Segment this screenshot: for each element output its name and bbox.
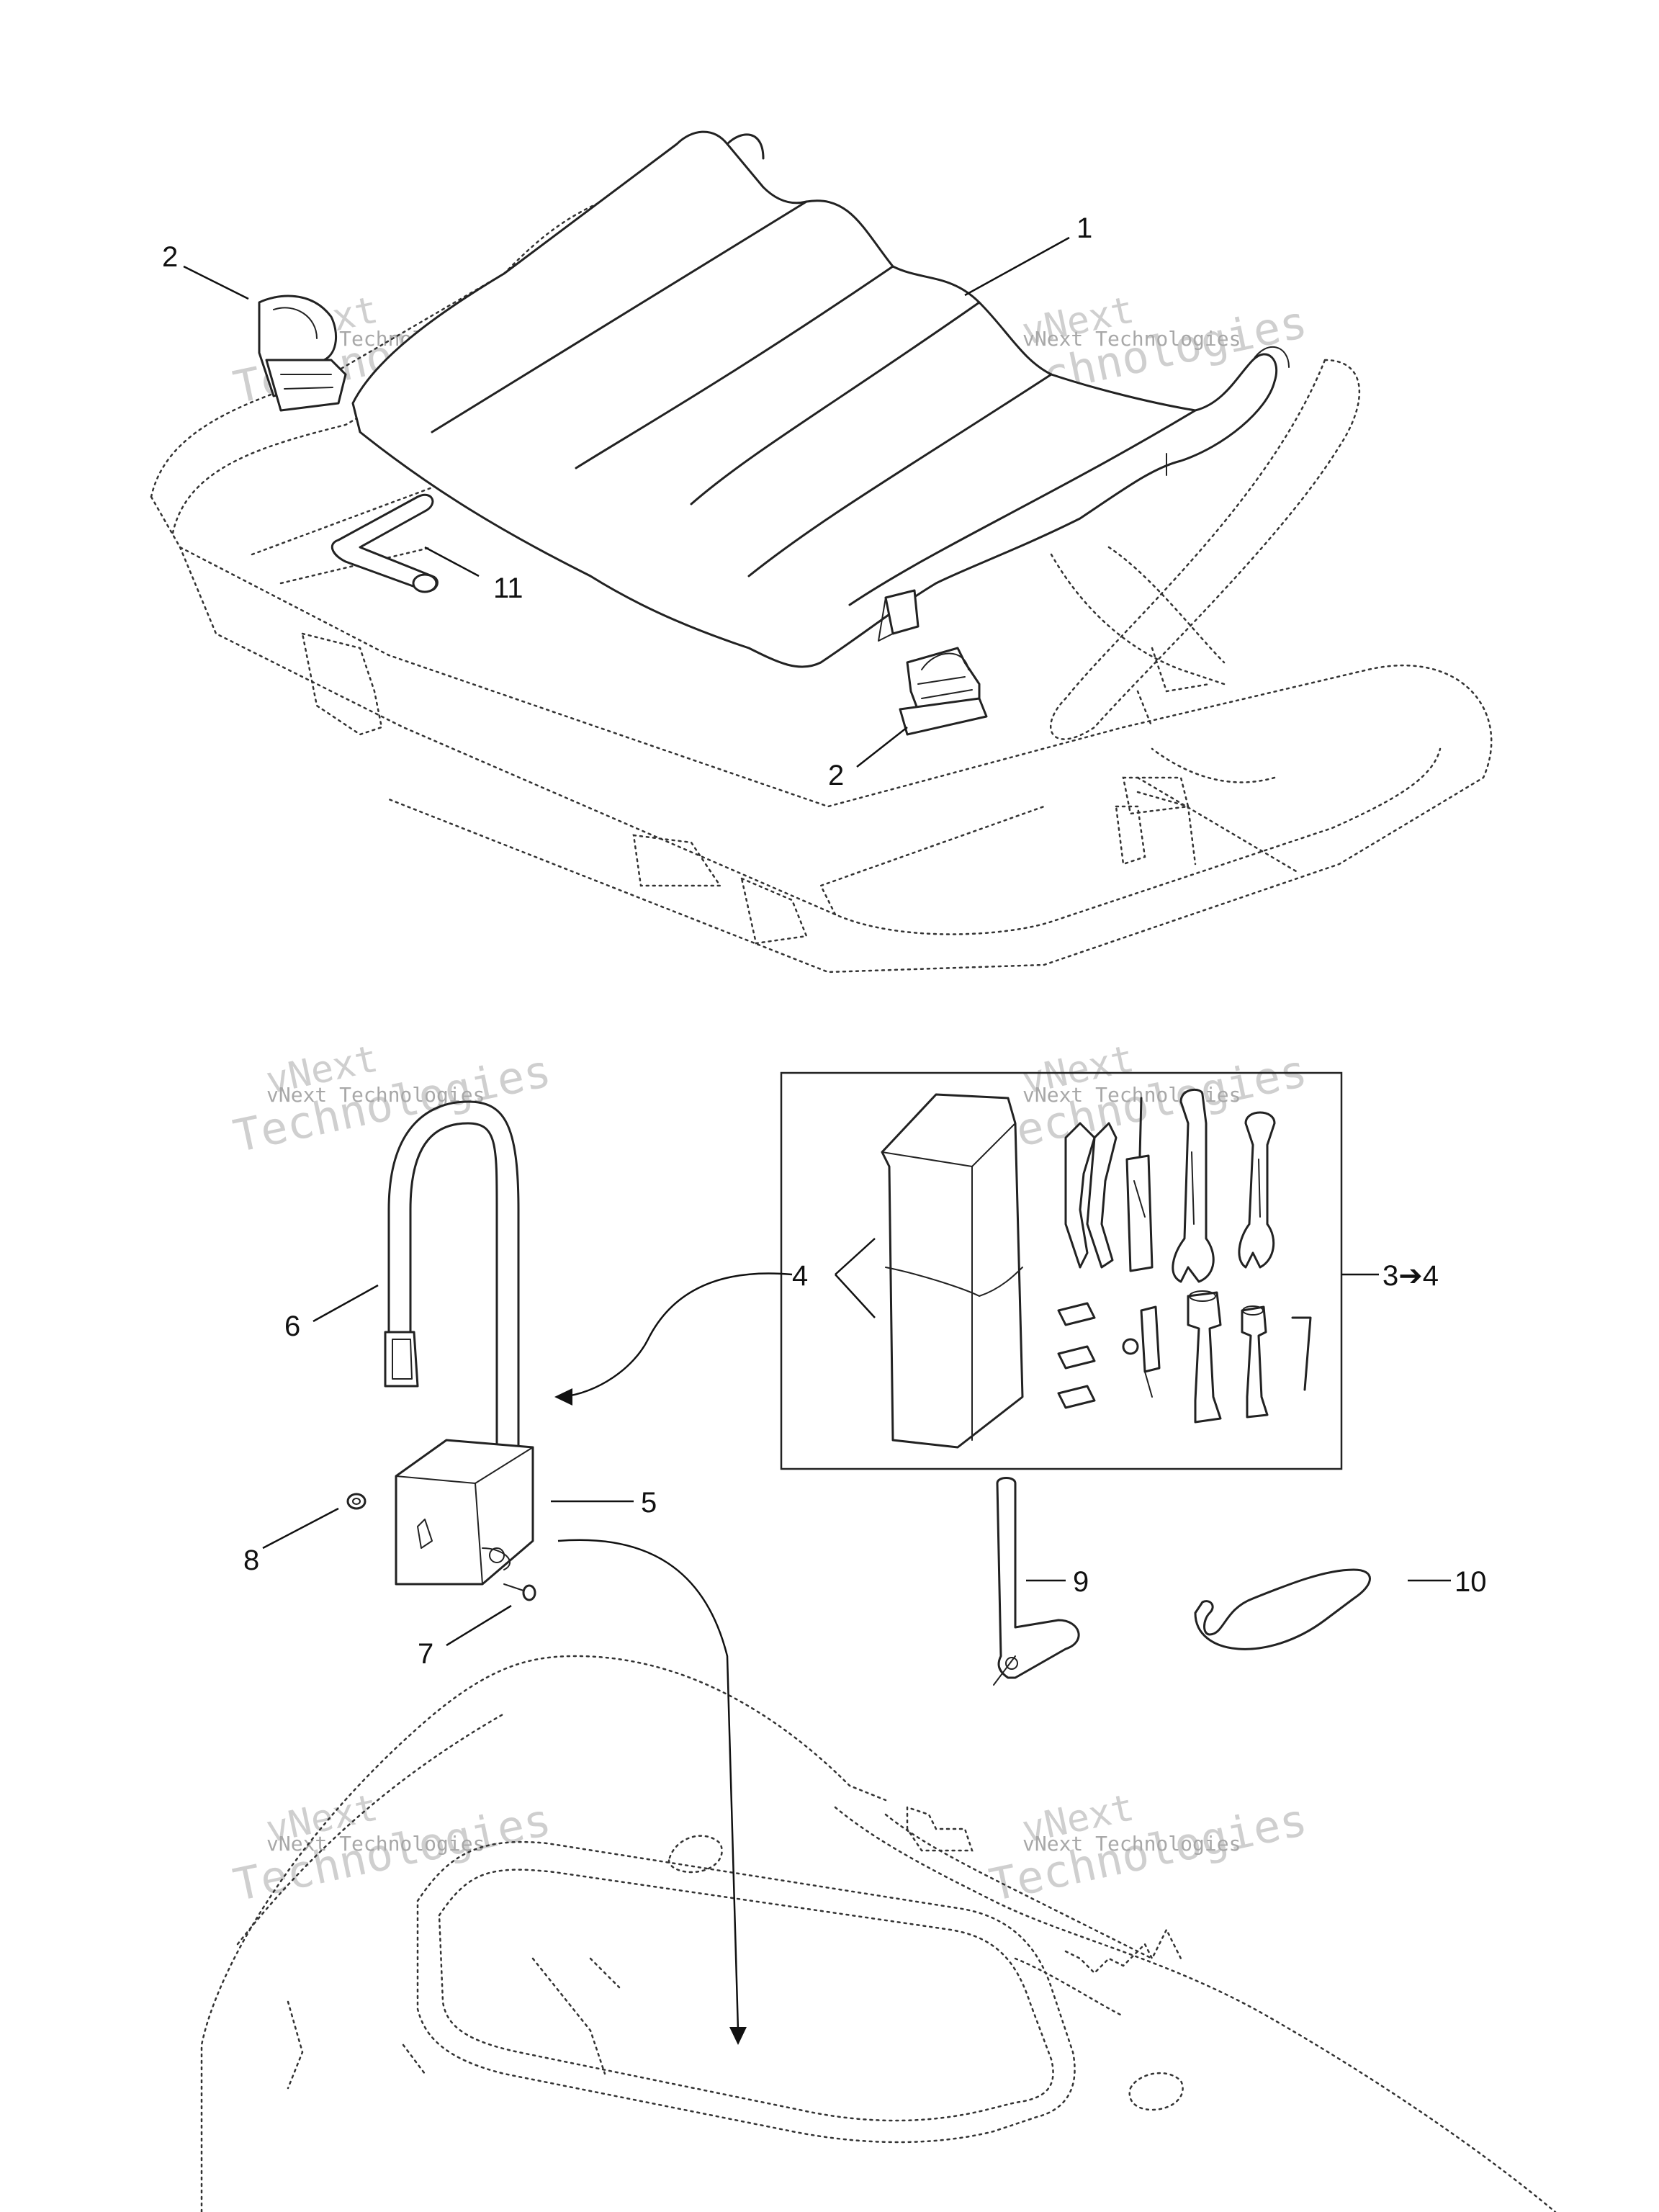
callout-3-to-4: 3➔4 [1382,1260,1439,1292]
leader-8 [262,1507,339,1550]
spanner-part-10 [1194,1568,1371,1650]
callout-8: 8 [243,1545,259,1576]
leader-11 [424,546,480,577]
tool-bag-part-4 [881,1093,1024,1449]
latch-left [258,295,347,412]
watermark-small-top-right: vNext Technologies [1022,327,1241,351]
callout-labels: 1 2 2 11 6 4 3➔4 5 8 7 9 10 [162,212,1487,1670]
latch-middle [899,647,988,736]
allen-key-icon [1291,1316,1312,1391]
callout-4: 4 [792,1260,808,1292]
arrow-head-icon [554,1388,572,1406]
leader-6 [313,1284,379,1323]
pliers-icon [1064,1122,1118,1269]
leader-arrow-bag-to-holder [561,1272,793,1398]
callout-2-mid: 2 [828,760,844,791]
spark-plug-gauge-icon [1122,1305,1161,1398]
callout-7: 7 [418,1638,433,1670]
arrow-head-down-icon [729,2027,747,2045]
callout-10: 10 [1455,1566,1487,1598]
callout-2-left: 2 [162,241,178,273]
wrench-small-icon [1238,1111,1276,1269]
wrench-large-icon [1172,1088,1215,1283]
tool-part-9 [993,1477,1080,1686]
washer-part-8 [346,1493,367,1510]
watermark-small-bottom-right: vNext Technologies [1022,1832,1241,1856]
hull-storage-outline-dotted [200,1655,1557,2212]
screw-part-7 [503,1583,536,1601]
strap-part-6 [384,1100,520,1485]
screwdriver-icon [1125,1097,1154,1272]
fuses-icon [1057,1302,1096,1409]
leader-2-mid [856,727,908,768]
hex-key-part-11 [331,493,439,593]
socket-wrench-large-icon [1187,1290,1222,1424]
leader-2-left [183,265,249,300]
tool-kit-box [780,1071,1343,1470]
seat-cushion [351,130,1290,668]
callout-5: 5 [641,1487,657,1519]
watermark-small-mid-right: vNext Technologies [1022,1083,1241,1107]
callout-6: 6 [284,1310,300,1342]
leader-4-a [835,1238,876,1275]
watermark-small-bottom-left: vNext Technologies [266,1832,485,1856]
leader-lines [183,236,1451,2045]
tool-kit-frame [780,1071,1343,1470]
leader-1 [964,236,1070,297]
callout-11: 11 [493,572,523,604]
holder-bracket-part-5 [395,1439,534,1586]
callout-1: 1 [1076,212,1092,244]
leader-7 [446,1604,512,1647]
leader-arrow-holder-to-hull [557,1539,739,2031]
callout-9: 9 [1073,1566,1089,1598]
leader-4-b [835,1274,876,1318]
socket-wrench-small-icon [1241,1305,1269,1419]
